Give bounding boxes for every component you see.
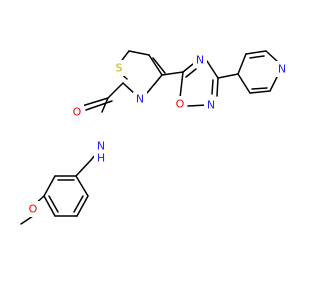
bond bbox=[75, 159, 92, 177]
bond bbox=[249, 55, 265, 59]
bond bbox=[211, 79, 214, 95]
bond bbox=[85, 100, 113, 111]
bond bbox=[152, 57, 166, 74]
bond bbox=[237, 53, 247, 75]
bond bbox=[185, 68, 197, 78]
bond bbox=[107, 82, 124, 99]
amide-nitrogen-label: N bbox=[97, 140, 105, 153]
bond bbox=[269, 74, 279, 92]
bond bbox=[187, 104, 208, 107]
atom-labels: S N O N H O N N N O bbox=[26, 52, 289, 217]
bond bbox=[48, 195, 59, 213]
bond bbox=[206, 60, 219, 79]
bond bbox=[179, 71, 184, 99]
bond bbox=[245, 50, 267, 55]
thiazole-nitrogen-label: N bbox=[136, 93, 144, 106]
amide-hydrogen-label: H bbox=[97, 152, 105, 165]
methoxy-oxygen-label: O bbox=[29, 203, 38, 216]
bond bbox=[148, 54, 163, 76]
bond bbox=[20, 215, 34, 225]
molecule-structure-diagram: S N O N H O N N N O bbox=[20, 50, 289, 225]
bond bbox=[216, 77, 219, 97]
bond bbox=[237, 73, 251, 94]
oxadiazole-nitrogen-bottom-label: N bbox=[207, 99, 215, 112]
oxadiazole-oxygen-label: O bbox=[176, 98, 185, 111]
bond bbox=[101, 97, 109, 113]
bond bbox=[43, 175, 56, 197]
sulfur-atom-label: S bbox=[116, 62, 123, 75]
bond bbox=[146, 74, 163, 94]
oxadiazole-nitrogen-top-label: N bbox=[196, 54, 204, 67]
bond bbox=[81, 97, 109, 107]
amide-oxygen-label: O bbox=[73, 106, 82, 119]
bond bbox=[73, 195, 84, 213]
bond bbox=[76, 195, 89, 217]
bond bbox=[251, 87, 268, 90]
bond bbox=[43, 195, 56, 217]
bond bbox=[217, 73, 239, 79]
bond bbox=[161, 71, 184, 76]
bond bbox=[265, 50, 279, 63]
pyridine-nitrogen-label: N bbox=[278, 63, 286, 76]
bond bbox=[182, 63, 194, 73]
bond bbox=[75, 175, 89, 197]
bond bbox=[128, 50, 150, 56]
bonds bbox=[20, 50, 279, 225]
bond bbox=[249, 90, 271, 94]
